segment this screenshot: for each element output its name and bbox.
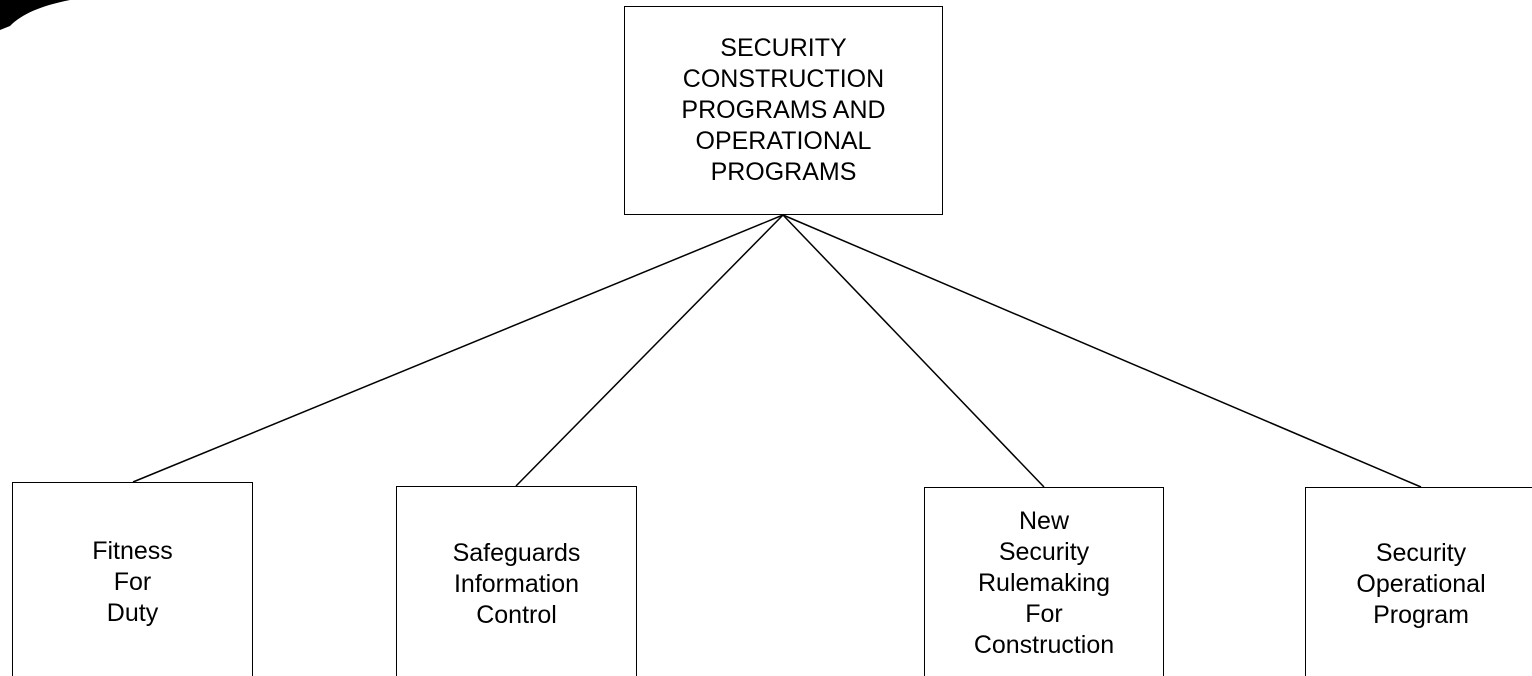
corner-logo-icon: [0, 0, 70, 30]
root-node: SECURITY CONSTRUCTION PROGRAMS AND OPERA…: [624, 6, 943, 215]
child-node-label: Fitness For Duty: [92, 536, 173, 627]
connector-to-security-operational: [782, 214, 1422, 488]
child-node-fitness-for-duty: Fitness For Duty: [12, 482, 253, 676]
child-node-label: Security Operational Program: [1356, 539, 1486, 629]
root-node-label: SECURITY CONSTRUCTION PROGRAMS AND OPERA…: [681, 34, 886, 186]
connector-to-fitness: [132, 214, 784, 483]
child-node-new-security-rulemaking: New Security Rulemaking For Construction: [924, 487, 1164, 676]
child-node-label: Safeguards Information Control: [452, 538, 581, 629]
child-node-label: New Security Rulemaking For Construction: [973, 507, 1115, 659]
connector-to-safeguards: [515, 214, 784, 487]
child-node-security-operational-program: Security Operational Program: [1305, 487, 1532, 676]
child-node-safeguards-information-control: Safeguards Information Control: [396, 486, 637, 676]
connector-to-new-security: [782, 214, 1045, 488]
